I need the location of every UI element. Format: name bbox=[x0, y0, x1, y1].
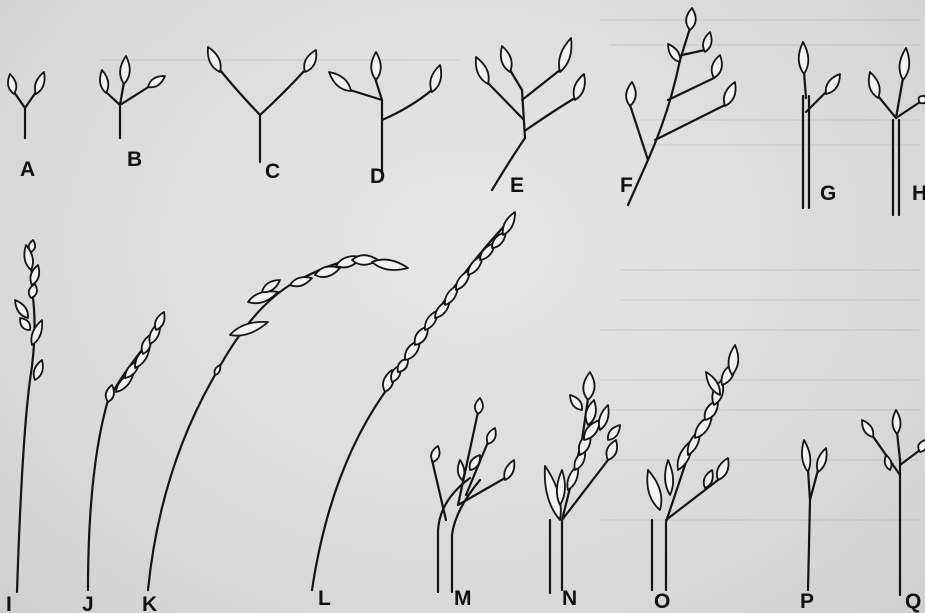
spikelet bbox=[570, 395, 582, 410]
spikelet bbox=[504, 460, 514, 480]
label-j: J bbox=[82, 593, 94, 613]
spikelet bbox=[869, 72, 880, 98]
spikelet bbox=[724, 82, 736, 106]
label-d: D bbox=[370, 165, 385, 188]
spikelet bbox=[20, 318, 30, 330]
spikelet bbox=[290, 277, 312, 286]
spikelet bbox=[476, 57, 489, 84]
stem-j bbox=[88, 318, 160, 590]
spikelet bbox=[802, 440, 810, 472]
spikelet bbox=[826, 74, 840, 94]
stem-c bbox=[220, 70, 305, 162]
spikelet bbox=[15, 300, 28, 318]
spikelet bbox=[668, 44, 680, 62]
figure-labels: A B C D E F G H I J K L M N O P Q bbox=[6, 148, 925, 613]
spikelet bbox=[372, 260, 408, 270]
spikelet bbox=[329, 72, 351, 91]
spikelet bbox=[647, 470, 661, 510]
spikelet bbox=[503, 212, 515, 235]
spikelet bbox=[262, 280, 280, 292]
spikelet bbox=[31, 320, 42, 345]
spikelet bbox=[817, 448, 827, 472]
spikelet bbox=[315, 266, 340, 277]
spikelet bbox=[430, 65, 441, 92]
spikelet bbox=[885, 455, 892, 470]
spikelet bbox=[106, 385, 114, 402]
spikelet bbox=[230, 322, 268, 336]
label-g: G bbox=[820, 182, 836, 205]
label-f: F bbox=[620, 174, 633, 197]
spikelet bbox=[899, 48, 909, 80]
label-p: P bbox=[800, 590, 814, 613]
stem-i bbox=[17, 248, 35, 592]
spikelet bbox=[799, 42, 809, 74]
label-l: L bbox=[318, 587, 331, 610]
label-n: N bbox=[562, 587, 577, 610]
label-o: O bbox=[654, 590, 670, 613]
spikelet bbox=[214, 365, 220, 375]
spikelet bbox=[703, 32, 712, 52]
label-k: K bbox=[142, 593, 157, 613]
spikelet bbox=[501, 46, 512, 72]
spikelet bbox=[583, 372, 594, 400]
spikelet bbox=[893, 410, 901, 434]
spikelet bbox=[371, 52, 381, 80]
spikelet bbox=[599, 405, 609, 430]
stem-k bbox=[148, 258, 405, 590]
label-h: H bbox=[912, 182, 925, 205]
stem-p bbox=[808, 470, 818, 590]
stem-l bbox=[312, 215, 515, 590]
spikelet bbox=[35, 72, 45, 94]
spikelet bbox=[304, 50, 316, 72]
spikelet bbox=[208, 47, 221, 72]
spikelet bbox=[431, 446, 439, 462]
spikelet bbox=[475, 398, 483, 414]
spikelet bbox=[148, 76, 165, 87]
spikelet bbox=[918, 440, 925, 452]
spikelet bbox=[862, 420, 873, 437]
spikelet bbox=[34, 360, 43, 380]
label-b: B bbox=[127, 148, 142, 171]
stem-b bbox=[106, 82, 150, 138]
spikelet bbox=[8, 74, 16, 94]
spikelet bbox=[712, 55, 722, 78]
label-m: M bbox=[454, 587, 472, 610]
spikelet-marks bbox=[8, 8, 925, 520]
stem-lines bbox=[14, 28, 920, 595]
spikelet bbox=[557, 470, 565, 505]
spikelet bbox=[665, 460, 673, 495]
spikelet bbox=[717, 458, 729, 480]
spikelet bbox=[29, 284, 37, 298]
label-c: C bbox=[265, 160, 280, 183]
spikelet bbox=[120, 56, 130, 84]
label-e: E bbox=[510, 174, 524, 197]
stem-a bbox=[14, 92, 36, 138]
spikelet bbox=[608, 425, 620, 440]
stem-e bbox=[487, 70, 575, 190]
spikelet bbox=[487, 428, 496, 444]
stem-d bbox=[350, 78, 432, 172]
spikelet bbox=[559, 38, 571, 72]
spikelet bbox=[574, 74, 585, 100]
spikelet bbox=[248, 291, 278, 303]
spikelet bbox=[919, 96, 925, 103]
spikelet bbox=[458, 460, 465, 480]
spikelet bbox=[686, 8, 696, 30]
spikelet bbox=[155, 312, 165, 330]
spikelet bbox=[100, 70, 108, 93]
spikelet bbox=[626, 82, 636, 106]
spikelet bbox=[728, 345, 738, 375]
label-i: I bbox=[6, 593, 12, 613]
label-q: Q bbox=[905, 590, 921, 613]
stem-q bbox=[872, 432, 920, 595]
label-a: A bbox=[20, 158, 35, 181]
spikelet bbox=[606, 440, 617, 460]
